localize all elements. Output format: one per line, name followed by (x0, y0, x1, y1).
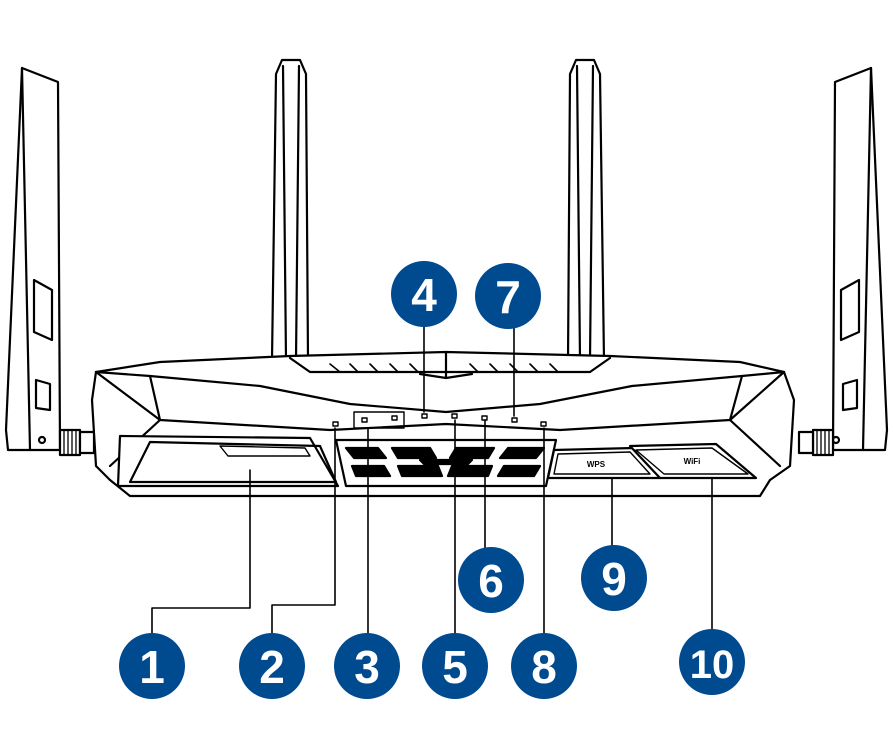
callout-10-number: 10 (690, 643, 735, 687)
callout-8-circle (511, 633, 577, 699)
callout-6-circle (458, 547, 524, 613)
wifi-button[interactable] (628, 442, 758, 480)
callout-7: 7 (475, 263, 541, 329)
callout-2: 2 (239, 633, 305, 699)
led-4 (421, 413, 428, 419)
leader-1 (151, 469, 251, 651)
antenna-right-inner (566, 58, 606, 362)
callout-8: 8 (511, 633, 577, 699)
leader-2 (271, 427, 336, 649)
callout-2-circle (239, 633, 305, 699)
antenna-left-outer (4, 66, 96, 457)
callout-2-number: 2 (259, 641, 285, 693)
callout-1: 1 (119, 633, 185, 699)
callout-3: 3 (334, 633, 400, 699)
callout-9: 9 (581, 545, 647, 611)
callout-8-number: 8 (531, 641, 557, 693)
callout-4-number: 4 (411, 269, 437, 321)
left-front-panel (116, 434, 340, 488)
wifi-label: WiFi (684, 457, 701, 466)
callout-4: 4 (391, 261, 457, 327)
callout-5: 5 (422, 633, 488, 699)
callout-1-number: 1 (139, 641, 165, 693)
antenna-left-inner (270, 58, 310, 362)
callout-1-circle (119, 633, 185, 699)
callout-4-circle (391, 261, 457, 327)
led-8 (540, 421, 547, 427)
center-grille (334, 438, 558, 488)
led-group-box (353, 411, 405, 429)
callout-7-circle (475, 263, 541, 329)
callout-3-circle (334, 633, 400, 699)
led-3a (361, 417, 368, 423)
callout-10: 10 (679, 629, 745, 695)
callout-10-circle (679, 629, 745, 695)
callout-9-number: 9 (601, 553, 627, 605)
led-7 (511, 417, 518, 423)
callout-7-number: 7 (495, 271, 521, 323)
antenna-right-outer (797, 66, 889, 457)
led-3b (391, 415, 398, 421)
led-1 (332, 421, 339, 427)
callout-6: 6 (458, 547, 524, 613)
leader-lines (151, 317, 713, 651)
callout-5-circle (422, 633, 488, 699)
callout-3-number: 3 (354, 641, 380, 693)
callout-5-number: 5 (442, 641, 468, 693)
wps-label: WPS (587, 460, 606, 469)
callout-6-number: 6 (478, 555, 504, 607)
callout-9-circle (581, 545, 647, 611)
led-5 (451, 413, 458, 419)
